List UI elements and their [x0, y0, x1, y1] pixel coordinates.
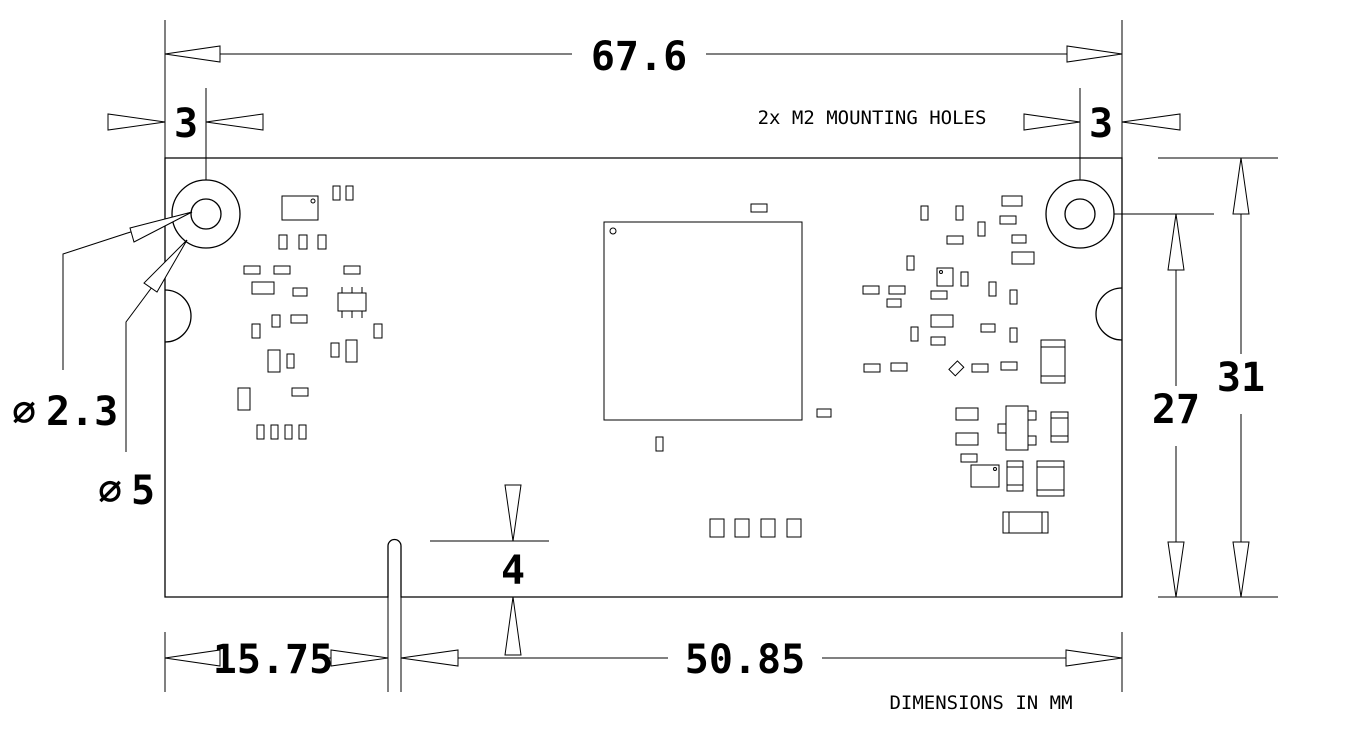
components-right — [862, 195, 1069, 534]
dim-overall-width: 67.6 — [591, 34, 687, 80]
right-side-cutout — [1095, 287, 1123, 341]
diameter-symbol: ∅ — [98, 468, 122, 514]
extension-lines — [164, 20, 1278, 692]
components-left — [237, 185, 383, 440]
note-units: DIMENSIONS IN MM — [889, 692, 1072, 714]
dim-overall-height: 31 — [1217, 355, 1265, 401]
left-side-cutout — [164, 289, 192, 343]
mounting-hole-left — [171, 179, 241, 249]
dim-notch-to-right-edge: 50.85 — [685, 637, 805, 683]
dim-hole-diameter-outer-value: 5 — [131, 468, 155, 514]
dim-hole-offset-right: 3 — [1089, 101, 1113, 147]
dim-notch-depth: 4 — [501, 548, 525, 594]
dim-hole-diameter-inner-value: 2.3 — [46, 389, 118, 435]
components-center — [603, 203, 832, 538]
dim-hole-spacing-vertical: 27 — [1152, 387, 1200, 433]
note-mounting-holes: 2x M2 MOUNTING HOLES — [758, 107, 987, 129]
diameter-symbol: ∅ — [12, 389, 36, 435]
mounting-hole-right — [1045, 179, 1115, 249]
dim-notch-position-left: 15.75 — [213, 637, 333, 683]
diameter-leaders — [62, 211, 193, 452]
board-outline — [164, 157, 1123, 598]
dim-hole-offset-left: 3 — [174, 101, 198, 147]
dim-hole-diameter-inner: ∅ 2.3 — [12, 389, 118, 435]
dim-hole-diameter-outer: ∅ 5 — [98, 468, 155, 514]
arrowheads — [107, 45, 1250, 667]
